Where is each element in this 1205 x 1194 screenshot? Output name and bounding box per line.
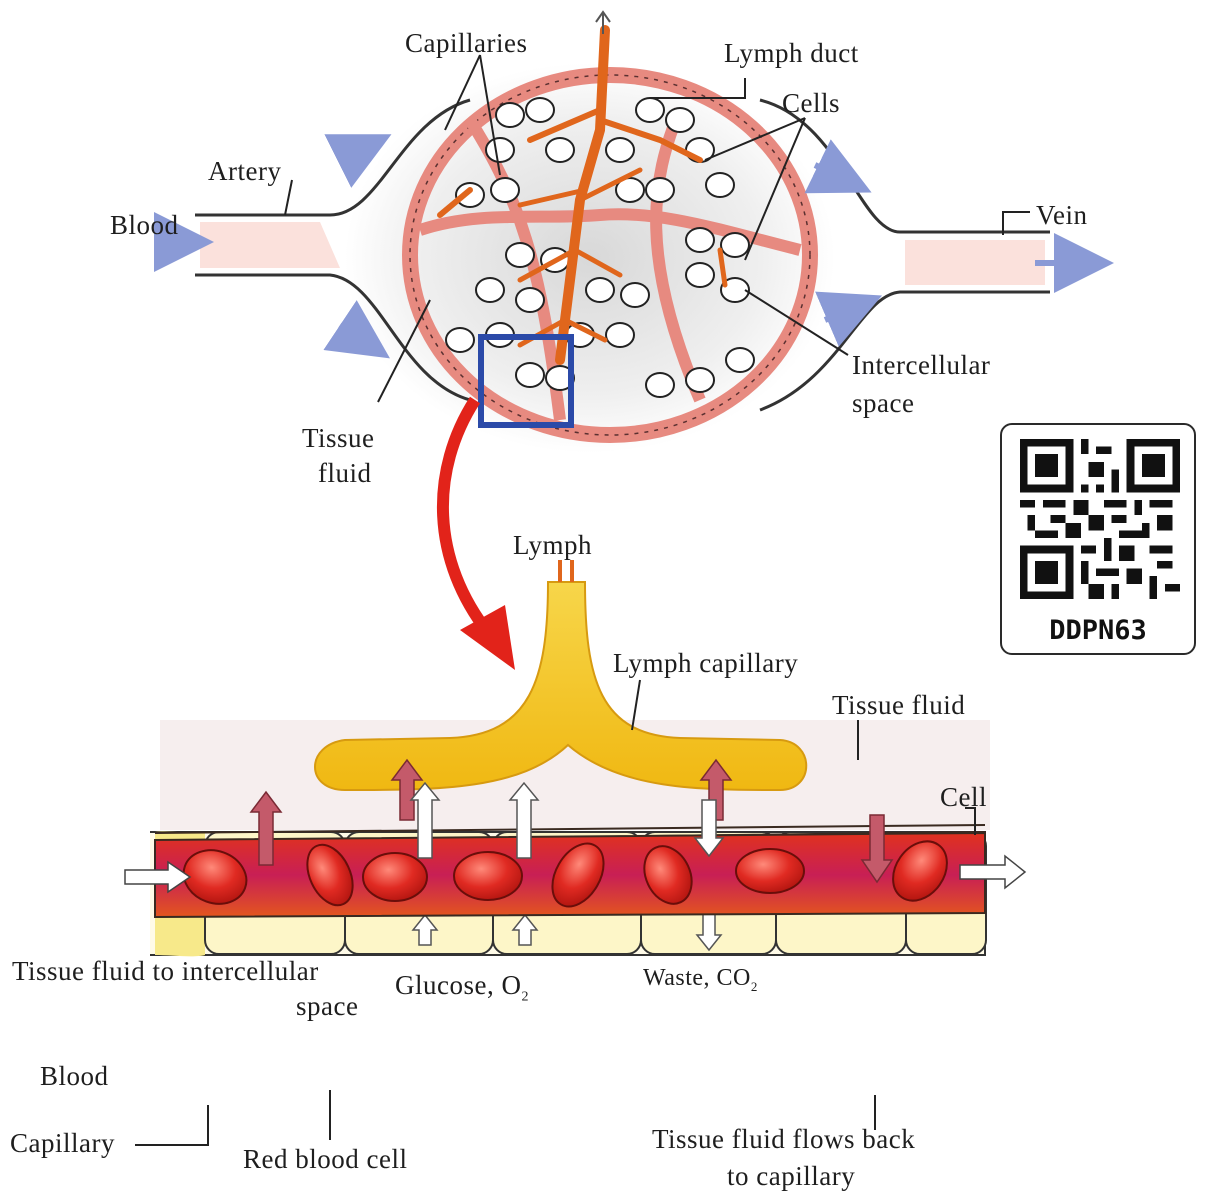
label-waste: Waste, CO2 [643, 966, 758, 993]
label-tf-to-space-2: space [296, 993, 358, 1020]
label-flows-back-1: Tissue fluid flows back [652, 1126, 915, 1153]
label-cells: Cells [782, 90, 840, 117]
label-flows-back-2: to capillary [727, 1163, 855, 1190]
label-tissue-fluid-2: fluid [318, 460, 372, 487]
label-tissue-fluid-1: Tissue [302, 425, 375, 452]
label-tf-to-space-1: Tissue fluid to intercellular [12, 958, 319, 985]
label-glucose: Glucose, O2 [395, 972, 529, 1004]
label-glucose-sub: 2 [521, 989, 529, 1004]
label-rbc: Red blood cell [243, 1146, 407, 1173]
qr-code-icon [1020, 439, 1180, 599]
capillary-tube-group [155, 825, 985, 917]
label-lymph-capillary: Lymph capillary [613, 650, 798, 677]
qr-code-card[interactable]: DDPN63 [1000, 423, 1196, 655]
label-waste-sub: 2 [751, 979, 758, 994]
label-blood-bottom: Blood [40, 1063, 109, 1090]
label-lymph-duct: Lymph duct [724, 40, 859, 67]
label-intercellular-1: Intercellular [852, 352, 990, 379]
label-vein: Vein [1036, 202, 1088, 229]
red-blood-cell [454, 852, 522, 900]
label-artery: Artery [208, 158, 281, 185]
label-capillary: Capillary [10, 1130, 115, 1157]
label-cell: Cell [940, 784, 987, 811]
label-lymph: Lymph [513, 532, 592, 559]
label-intercellular-2: space [852, 390, 914, 417]
label-glucose-text: Glucose, O [395, 970, 521, 1000]
label-tissue-fluid-bottom: Tissue fluid [832, 692, 965, 719]
label-capillaries: Capillaries [405, 30, 527, 57]
label-waste-text: Waste, CO [643, 965, 751, 991]
qr-code-label: DDPN63 [1002, 615, 1194, 646]
red-blood-cell [736, 849, 804, 893]
label-blood-top: Blood [110, 212, 179, 239]
red-blood-cell [363, 853, 427, 901]
